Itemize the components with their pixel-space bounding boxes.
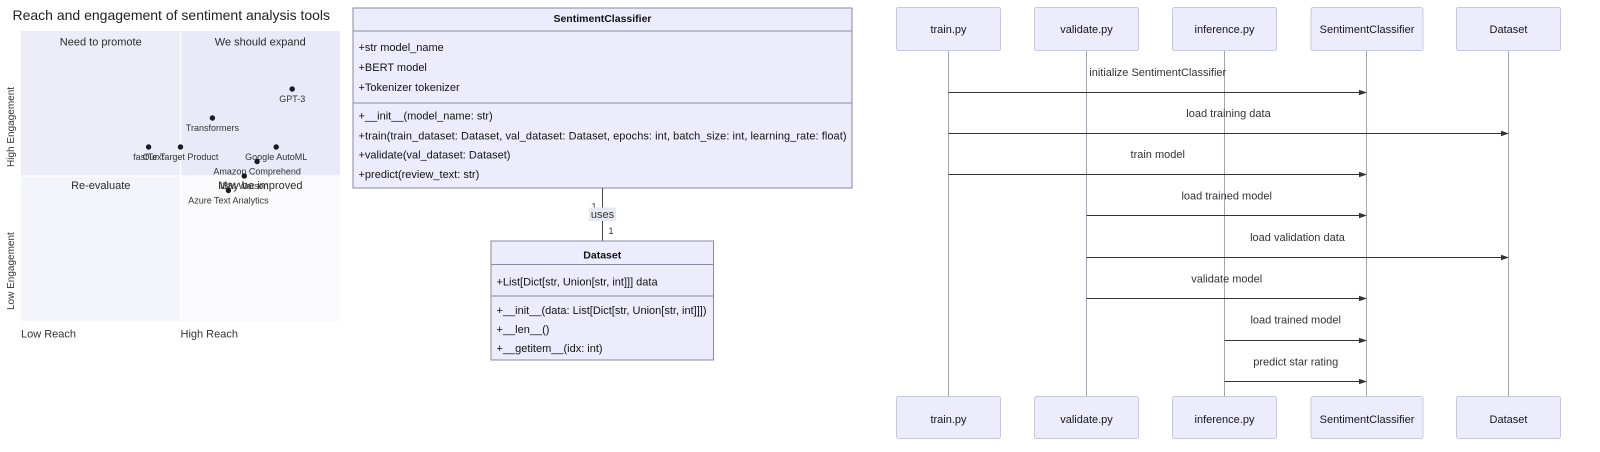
svg-text:+__len__(): +__len__() xyxy=(497,324,550,336)
svg-text:Need to promote: Need to promote xyxy=(60,37,142,49)
svg-text:SentimentClassifier: SentimentClassifier xyxy=(1320,414,1415,426)
svg-text:load trained model: load trained model xyxy=(1250,315,1341,327)
svg-text:+predict(review_text: str): +predict(review_text: str) xyxy=(359,169,480,181)
svg-text:Our Target Product: Our Target Product xyxy=(143,152,219,162)
svg-text:validate.py: validate.py xyxy=(1060,24,1113,36)
svg-text:load validation data: load validation data xyxy=(1250,232,1346,244)
svg-text:+Tokenizer tokenizer: +Tokenizer tokenizer xyxy=(359,82,461,94)
svg-text:1: 1 xyxy=(591,202,596,212)
svg-text:Reach and engagement of sentim: Reach and engagement of sentiment analys… xyxy=(13,7,331,23)
svg-text:High Engagement: High Engagement xyxy=(6,87,17,167)
svg-text:Low Reach: Low Reach xyxy=(21,329,76,341)
svg-text:+__init__(data: List[Dict[str,: +__init__(data: List[Dict[str, Union[str… xyxy=(497,305,707,317)
svg-text:validate model: validate model xyxy=(1191,274,1262,286)
svg-text:load training data: load training data xyxy=(1186,108,1271,120)
svg-text:Low Engagement: Low Engagement xyxy=(6,232,17,310)
svg-text:load trained model: load trained model xyxy=(1181,191,1272,203)
svg-text:Dataset: Dataset xyxy=(1490,24,1528,36)
svg-text:+__getitem__(idx: int): +__getitem__(idx: int) xyxy=(497,343,603,355)
svg-text:train.py: train.py xyxy=(930,414,967,426)
svg-text:inference.py: inference.py xyxy=(1195,414,1255,426)
svg-text:Transformers: Transformers xyxy=(186,123,240,133)
svg-text:1: 1 xyxy=(608,226,613,236)
svg-text:+List[Dict[str, Union[str, int: +List[Dict[str, Union[str, int]]] data xyxy=(497,277,659,289)
svg-text:uses: uses xyxy=(591,209,615,221)
svg-text:SentimentClassifier: SentimentClassifier xyxy=(553,13,651,25)
svg-text:Dataset: Dataset xyxy=(583,250,621,262)
svg-text:train model: train model xyxy=(1131,149,1185,161)
svg-text:SentimentClassifier: SentimentClassifier xyxy=(1320,24,1415,36)
svg-text:+__init__(model_name: str): +__init__(model_name: str) xyxy=(359,111,493,123)
svg-text:predict star rating: predict star rating xyxy=(1253,357,1338,369)
svg-text:Azure Text Analytics: Azure Text Analytics xyxy=(188,196,269,206)
svg-text:We should expand: We should expand xyxy=(215,37,306,49)
svg-text:train.py: train.py xyxy=(930,24,967,36)
svg-text:initialize SentimentClassifier: initialize SentimentClassifier xyxy=(1089,67,1226,79)
svg-text:Dataset: Dataset xyxy=(1490,414,1528,426)
svg-text:+BERT model: +BERT model xyxy=(359,62,427,74)
svg-text:validate.py: validate.py xyxy=(1060,414,1113,426)
svg-text:Re-evaluate: Re-evaluate xyxy=(71,180,130,192)
svg-text:IBM Watson: IBM Watson xyxy=(220,181,269,191)
svg-text:inference.py: inference.py xyxy=(1195,24,1255,36)
svg-text:+str model_name: +str model_name xyxy=(359,42,444,54)
svg-text:fastText: fastText xyxy=(133,152,165,162)
svg-text:Amazon Comprehend: Amazon Comprehend xyxy=(213,167,301,177)
svg-text:Google AutoML: Google AutoML xyxy=(245,152,307,162)
svg-text:High Reach: High Reach xyxy=(181,329,238,341)
svg-text:GPT-3: GPT-3 xyxy=(279,94,305,104)
svg-text:May be improved: May be improved xyxy=(218,180,302,192)
svg-text:+validate(val_dataset: Dataset: +validate(val_dataset: Dataset) xyxy=(359,149,511,161)
svg-text:+train(train_dataset: Dataset,: +train(train_dataset: Dataset, val_datas… xyxy=(359,130,847,142)
